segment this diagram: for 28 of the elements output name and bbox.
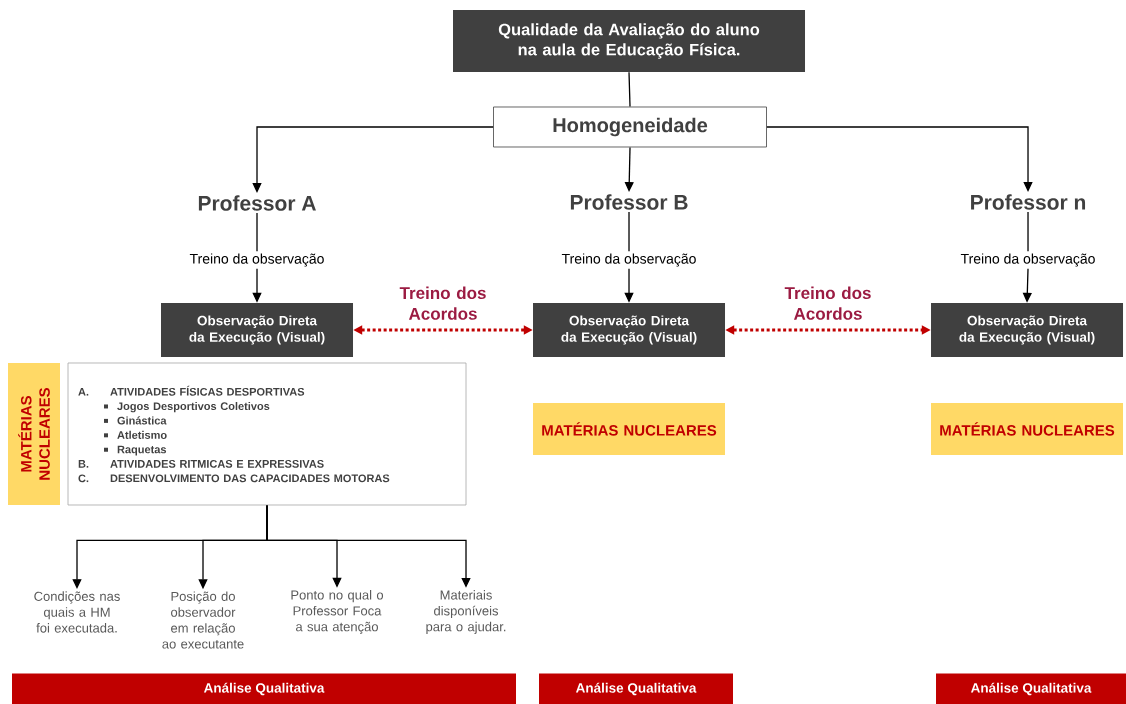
criterion-text: Ponto no qual o Professor Foca a sua atenção [291, 590, 384, 634]
step-label: Treino da observação [960, 253, 1095, 267]
column-heading: Professor A [198, 195, 316, 211]
connector-line [628, 211, 630, 252]
content-list-box: A. ATIVIDADES FÍSICAS DESPORTIVAS Jogos Desportivos Coletivos Ginástica Atletismo Raquetas B. ATIVIDADES RITMICAS E EXPRESSIVAS C. DESENVOLVIMENTO DAS CAPACIDADES MOTORAS [67, 362, 467, 506]
category-label: MATÉRIAS NUCLEARES [931, 403, 1123, 455]
connector-line [256, 212, 258, 252]
connector-line [1027, 211, 1029, 252]
process-box: Observação Direta da Execução (Visual) [161, 303, 353, 357]
criterion-text: Condições nas quais a HM foi executada. [34, 591, 120, 633]
column-heading: Professor n [971, 194, 1086, 210]
category-label: MATÉRIAS NUCLEARES [8, 363, 60, 505]
step-label: Treino da observação [189, 253, 324, 267]
title-box: Qualidade da Avaliação do aluno na aula de Educação Física. [453, 10, 805, 72]
edge-label: Treino dos Acordos [392, 285, 494, 321]
category-label: MATÉRIAS NUCLEARES [533, 403, 725, 455]
criterion-text: Posição do observador em relação ao executante [162, 591, 244, 649]
edge-label: Treino dos Acordos [777, 285, 879, 321]
footer-bar: Análise Qualitativa [539, 673, 733, 704]
process-box: Observação Direta da Execução (Visual) [931, 303, 1123, 357]
connector-line [628, 71, 631, 108]
column-heading: Professor B [570, 194, 688, 210]
heading-box: Homogeneidade [493, 106, 767, 148]
process-box: Observação Direta da Execução (Visual) [533, 303, 725, 357]
footer-bar: Análise Qualitativa [936, 673, 1126, 704]
step-label: Treino da observação [561, 253, 696, 267]
criterion-text: Materiais disponíveis para o ajudar. [426, 590, 506, 634]
footer-bar: Análise Qualitativa [12, 673, 516, 704]
